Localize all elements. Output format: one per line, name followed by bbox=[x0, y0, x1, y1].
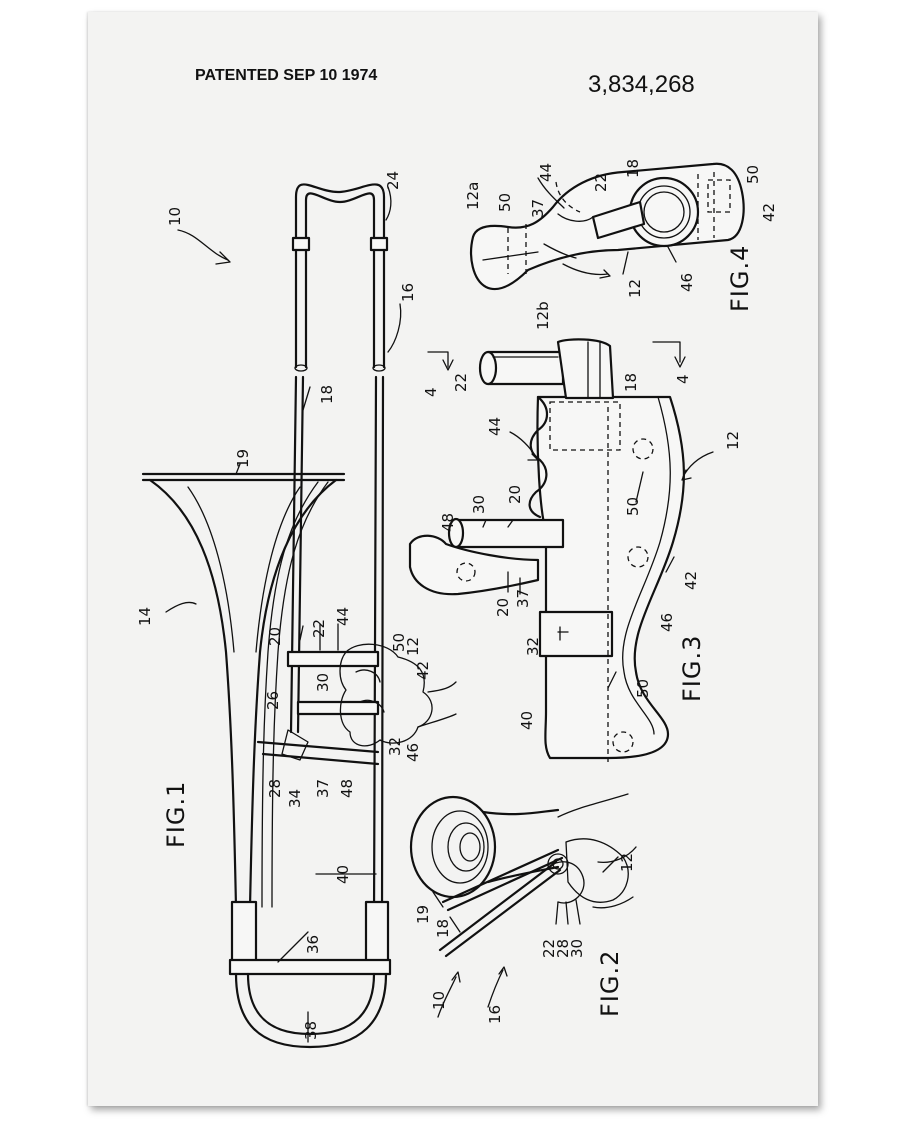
fig2-ref-10: 10 bbox=[430, 991, 448, 1010]
fig3-ref-32: 32 bbox=[524, 637, 542, 656]
fig1-ref-14: 14 bbox=[136, 607, 154, 626]
fig1-ref-36: 36 bbox=[304, 935, 322, 954]
fig1-ref-20: 20 bbox=[266, 627, 284, 646]
fig1-ref-38: 38 bbox=[302, 1021, 320, 1040]
fig2-ref-18: 18 bbox=[434, 919, 452, 938]
fig1-ref-30: 30 bbox=[314, 673, 332, 692]
fig1-ref-37: 37 bbox=[314, 779, 332, 798]
fig1-ref-40: 40 bbox=[334, 865, 352, 884]
fig1-ref-42: 42 bbox=[414, 661, 432, 680]
patent-poster: PATENTED SEP 10 1974 3,834,268 bbox=[88, 12, 818, 1106]
fig1-ref-46: 46 bbox=[404, 743, 422, 762]
fig3-ref-44: 44 bbox=[486, 417, 504, 436]
fig1-ref-28: 28 bbox=[266, 779, 284, 798]
fig2-ref-28: 28 bbox=[554, 939, 572, 958]
fig3-ref-4b: 4 bbox=[674, 374, 692, 384]
fig4-ref-44: 44 bbox=[537, 163, 555, 182]
fig3-ref-18: 18 bbox=[622, 373, 640, 392]
fig2-ref-12: 12 bbox=[618, 853, 636, 872]
fig1-ref-18: 18 bbox=[318, 385, 336, 404]
fig3-ref-12: 12 bbox=[724, 431, 742, 450]
fig3-ref-22: 22 bbox=[452, 373, 470, 392]
fig4-ref-12: 12 bbox=[626, 279, 644, 298]
fig1-ref-22: 22 bbox=[310, 619, 328, 638]
fig1-label: FIG.1 bbox=[162, 781, 190, 848]
fig2-ref-22: 22 bbox=[540, 939, 558, 958]
fig2-ref-19: 19 bbox=[414, 905, 432, 924]
fig2-reference-numerals: 10 16 18 19 22 28 30 12 bbox=[414, 853, 636, 1024]
fig3-ref-4a: 4 bbox=[422, 387, 440, 397]
fig3-ref-20b: 20 bbox=[494, 598, 512, 617]
fig1-ref-34: 34 bbox=[286, 789, 304, 808]
fig2-ref-30: 30 bbox=[568, 939, 586, 958]
fig4-ref-12a: 12a bbox=[464, 182, 482, 210]
fig3-ref-50a: 50 bbox=[624, 497, 642, 516]
fig1-ref-24: 24 bbox=[384, 171, 402, 190]
fig3-ref-20a: 20 bbox=[506, 485, 524, 504]
fig3-ref-46: 46 bbox=[658, 613, 676, 632]
fig1-ref-26: 26 bbox=[264, 691, 282, 710]
fig4-ref-22: 22 bbox=[592, 173, 610, 192]
fig3-ref-37: 37 bbox=[514, 589, 532, 608]
fig4-ref-46: 46 bbox=[678, 273, 696, 292]
fig3-ref-40: 40 bbox=[518, 711, 536, 730]
fig3-reference-numerals: 4 4 12 18 20 20 22 30 32 37 40 42 44 46 … bbox=[422, 373, 742, 730]
fig3-ref-42: 42 bbox=[682, 571, 700, 590]
fig1-ref-10: 10 bbox=[166, 207, 184, 226]
fig1-ref-16: 16 bbox=[399, 283, 417, 302]
fig4-label: FIG.4 bbox=[726, 245, 754, 312]
fig4-section bbox=[469, 162, 745, 291]
fig1-ref-19: 19 bbox=[234, 449, 252, 468]
patent-drawing: PATENTED SEP 10 1974 3,834,268 bbox=[136, 67, 778, 1049]
fig3-ref-30: 30 bbox=[470, 495, 488, 514]
fig1-ref-32: 32 bbox=[386, 737, 404, 756]
fig3-label: FIG.3 bbox=[678, 635, 706, 702]
fig2-ref-16: 16 bbox=[486, 1005, 504, 1024]
fig2-player bbox=[409, 793, 637, 1018]
fig3-grip bbox=[408, 338, 714, 762]
fig1-ref-12: 12 bbox=[404, 637, 422, 656]
fig4-ref-50a: 50 bbox=[496, 193, 514, 212]
fig4-ref-50b: 50 bbox=[744, 165, 762, 184]
patent-number: 3,834,268 bbox=[588, 71, 695, 98]
fig1-ref-44: 44 bbox=[334, 607, 352, 626]
fig1-ref-50: 50 bbox=[390, 633, 408, 652]
fig1-trombone bbox=[141, 183, 457, 1049]
fig3-ref-48: 48 bbox=[439, 513, 457, 532]
fig4-reference-numerals: 12a 12b 12 18 22 37 42 44 46 50 50 bbox=[464, 159, 778, 330]
patent-date: PATENTED SEP 10 1974 bbox=[195, 67, 377, 84]
fig4-ref-37: 37 bbox=[529, 199, 547, 218]
fig3-ref-50b: 50 bbox=[634, 679, 652, 698]
fig4-ref-12b: 12b bbox=[534, 301, 552, 330]
fig1-reference-numerals: 10 14 16 18 19 20 22 24 26 28 30 32 34 3… bbox=[136, 171, 432, 1040]
fig4-ref-42: 42 bbox=[760, 203, 778, 222]
fig4-ref-18: 18 bbox=[624, 159, 642, 178]
fig1-ref-48: 48 bbox=[338, 779, 356, 798]
fig2-label: FIG.2 bbox=[596, 950, 624, 1017]
